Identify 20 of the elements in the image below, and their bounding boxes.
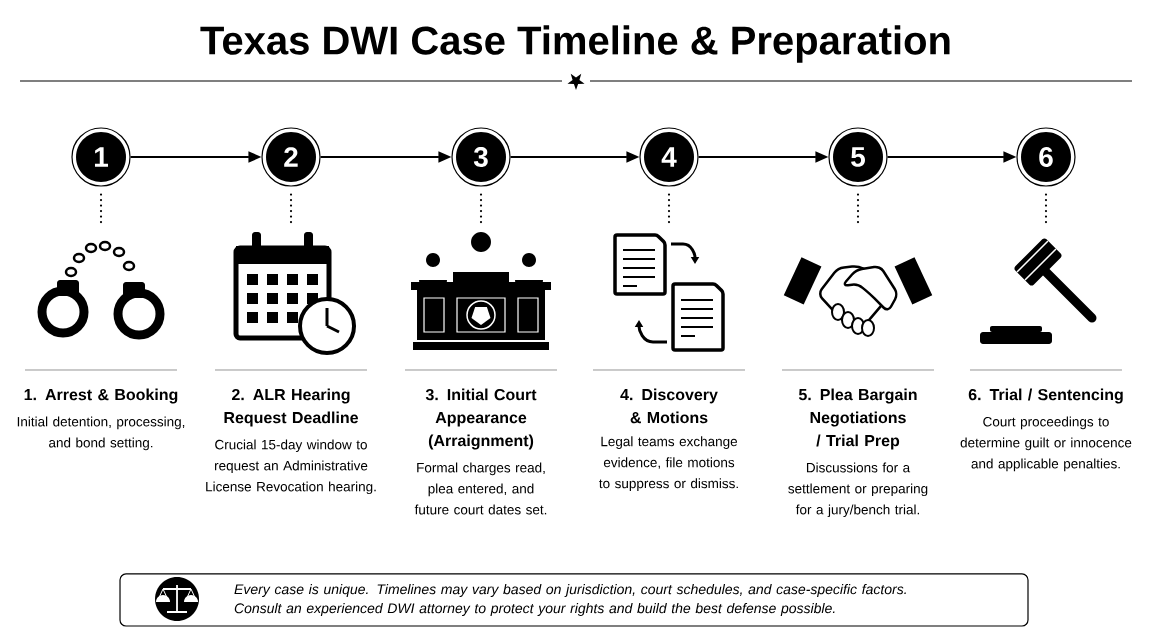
step-description: Discussions for a settlement or preparing for a jury/bench trial. xyxy=(788,462,928,518)
documents-exchange-drawing xyxy=(613,233,725,352)
step-description: Legal teams exchange evidence, file motions to suppress or dismiss. xyxy=(599,436,738,491)
step-description: Crucial 15-day window to request an Administrative License Revocation hearing. xyxy=(206,439,376,495)
title: Texas DWI Case Timeline & Preparation xyxy=(200,25,950,63)
step-title: 4. Discovery & Motions xyxy=(620,388,718,424)
step-description: Formal charges read, plea entered, and future court dates set. xyxy=(414,462,547,515)
handshake-drawing xyxy=(783,257,933,337)
step-description: Initial detention, processing, and bond setting. xyxy=(17,416,185,451)
step-title: 3. Initial Court Appearance (Arraignment) xyxy=(425,388,537,450)
step-title: 6. Trial / Sentencing xyxy=(968,388,1123,404)
calendar-clock-drawing xyxy=(233,232,356,355)
judge-bench-drawing xyxy=(411,232,551,350)
step-title: 1. Arrest & Booking xyxy=(24,388,178,404)
gavel-drawing xyxy=(980,238,1097,344)
step-title: 5. Plea Bargain Negotiations / Trial Prep xyxy=(798,388,917,450)
note-box: Every case is unique. Timelines may vary based on jurisdiction, court schedules, and case-specific factors. Consult an experienced DWI attorney to protect your rights and build the best defense possible. xyxy=(119,573,1029,627)
step-title: 2. ALR Hearing Request Deadline xyxy=(224,388,358,427)
handcuffs-drawing xyxy=(37,240,165,340)
step-description: Court proceedings to determine guilt or innocence and applicable penalties. xyxy=(960,416,1132,472)
